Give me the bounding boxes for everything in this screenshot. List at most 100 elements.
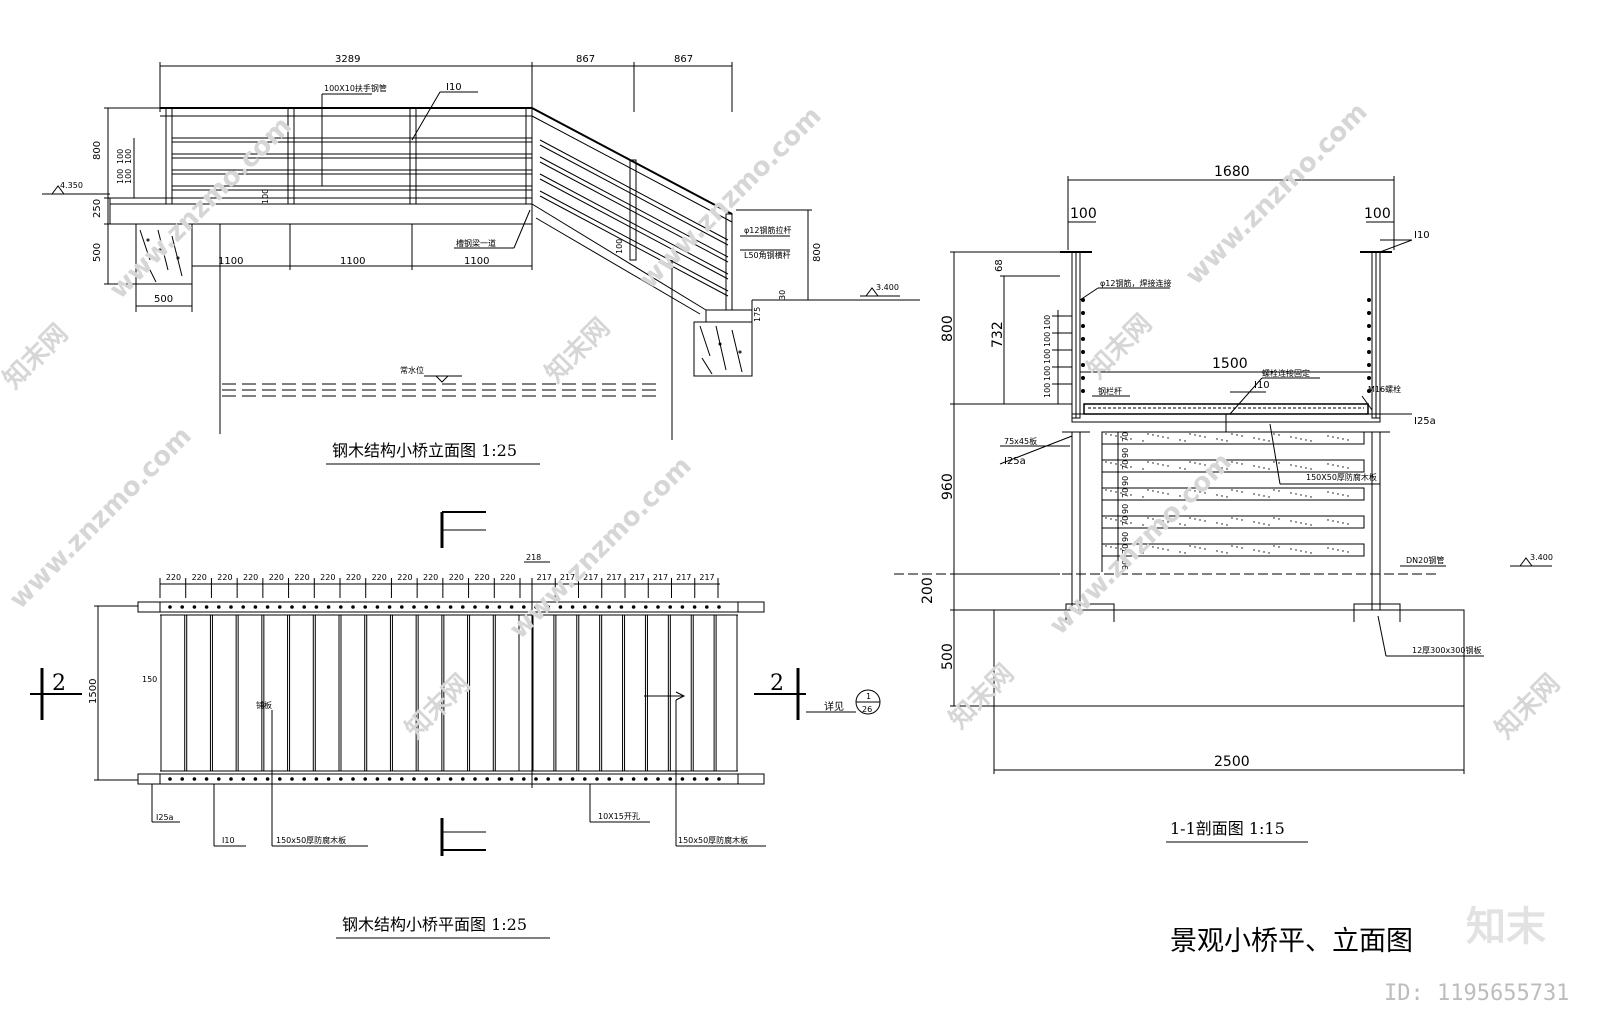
bolt-dot [668,605,673,609]
bolt-dot [424,777,429,781]
post-dim-label: 100 [1043,383,1052,398]
plank-hatch-dot [1347,439,1349,441]
plan-note-i25a: I25a [156,813,174,822]
bolt-dot [522,605,526,609]
plank-hatch-dot [1290,464,1292,466]
bolt-dot [387,605,392,609]
bolt-dot [705,777,709,781]
level-marker-left: 4.350 [42,181,110,195]
label-i10-right: I10 [1414,230,1430,241]
plank-hatch-dot [1231,489,1233,491]
plank-hatch-dot [1290,492,1292,494]
bolt-dot [485,777,490,781]
spacing-label: 220 [500,573,515,582]
plank-hatch-dot [1167,549,1169,551]
bolt-dot [326,605,331,609]
watermark-site-1: www.znzmo.com [104,111,298,305]
detail-callout: 详见 1 26 [806,689,881,715]
plank-hatch-dot [1295,465,1297,467]
watermark-brand-3: 知末网 [1082,309,1158,385]
plank-hatch-dot [1342,494,1344,496]
plank-hatch-dot [1278,434,1280,436]
spacing-label: 217 [560,573,575,582]
label-i25a-right: I25a [1414,416,1436,427]
plank-hatch-dot [1194,434,1196,436]
watermark-brand-1: 知末网 [0,319,74,395]
deck-plank [578,614,601,772]
dim-s100a: 100 [124,149,133,164]
plank-hatch-dot [1327,519,1329,521]
plank-hatch-dot [1125,493,1127,495]
plank-hatch-dot [1241,435,1243,437]
bolt-dot [546,777,551,781]
section-inner-dimension: 1500 [1080,356,1372,373]
plank-hatch-dot [1337,465,1339,467]
label-plank: 150X50厚防腐木板 [1306,472,1377,482]
plank-hatch-dot [1278,490,1280,492]
plank-hatch-dot [1189,433,1191,435]
bolt-dot [168,605,172,609]
plank-hatch-dot [1258,494,1260,496]
level-right: 3.400 [876,283,899,292]
plank-hatch-dot [1347,523,1349,525]
plank-hatch-dot [1300,550,1302,552]
plank-hatch-dot [1179,495,1181,497]
plank-hatch-dot [1263,523,1265,525]
bolt-dot [363,605,368,609]
plank-hatch-dot [1253,549,1255,551]
deck-plank [494,614,520,772]
deck-plank [555,614,578,772]
plank-hatch-dot [1194,518,1196,520]
bolt-dot [656,777,660,781]
bolt-dot [180,777,184,781]
label-dn20: DN20钢管 [1406,555,1444,565]
deck-plank [417,614,443,772]
rail-dot [1081,311,1085,315]
detail-label: 详见 [824,700,844,713]
plank-hatch-dot [1342,466,1344,468]
spacing-label: 220 [243,573,258,582]
deck-plank [289,614,314,772]
plank-dim-label: 70 [1121,460,1130,470]
bolt-dot [229,605,233,609]
plank-hatch-dot [1342,438,1344,440]
plank-hatch-dot [1337,437,1339,439]
bolt-dot [278,605,282,609]
plank-hatch-dot [1253,521,1255,523]
plank-hatch-dot [1226,524,1228,526]
section-cut-bottom [440,818,486,856]
plank-hatch-dot [1147,517,1149,519]
plank-dim-label: 90 [1121,448,1130,458]
spacing-label: 220 [346,573,361,582]
elevation-top-dimension: 3289 867 867 [159,54,733,112]
plank-hatch-dot [1157,491,1159,493]
watermark-logo: 知末 [1466,904,1546,950]
dim-s100b: 100 [124,169,133,184]
deck-plank [443,614,469,772]
section-top-dimensions: 1680 100 100 [1067,164,1395,250]
bolt-dot [217,605,221,609]
bolt-dot [351,605,355,609]
deck-plank [237,614,263,772]
plank-hatch-dot [1327,463,1329,465]
bolt-dot [558,605,563,609]
plank-hatch-dot [1147,461,1149,463]
deck-plank [366,614,391,772]
plan-deck-planks [160,614,738,772]
bolt-dot [522,777,526,781]
slope-stringer-top [531,203,707,311]
elevation-right-dimensions: 800 175 30 100 [615,209,920,322]
section-deck [1071,403,1381,432]
elevation-title: 钢木结构小桥立面图 1:25 [332,441,517,460]
section-mark-left: 2 [30,668,82,720]
plank-hatch-dot [1327,435,1329,437]
deck-plank [715,614,738,772]
bolt-dot [436,605,441,609]
right-abutment [693,321,753,377]
deck-plank [469,614,494,772]
plank-hatch-dot [1332,464,1334,466]
bolt-dot [558,777,563,781]
dim-h500: 500 [940,643,956,670]
